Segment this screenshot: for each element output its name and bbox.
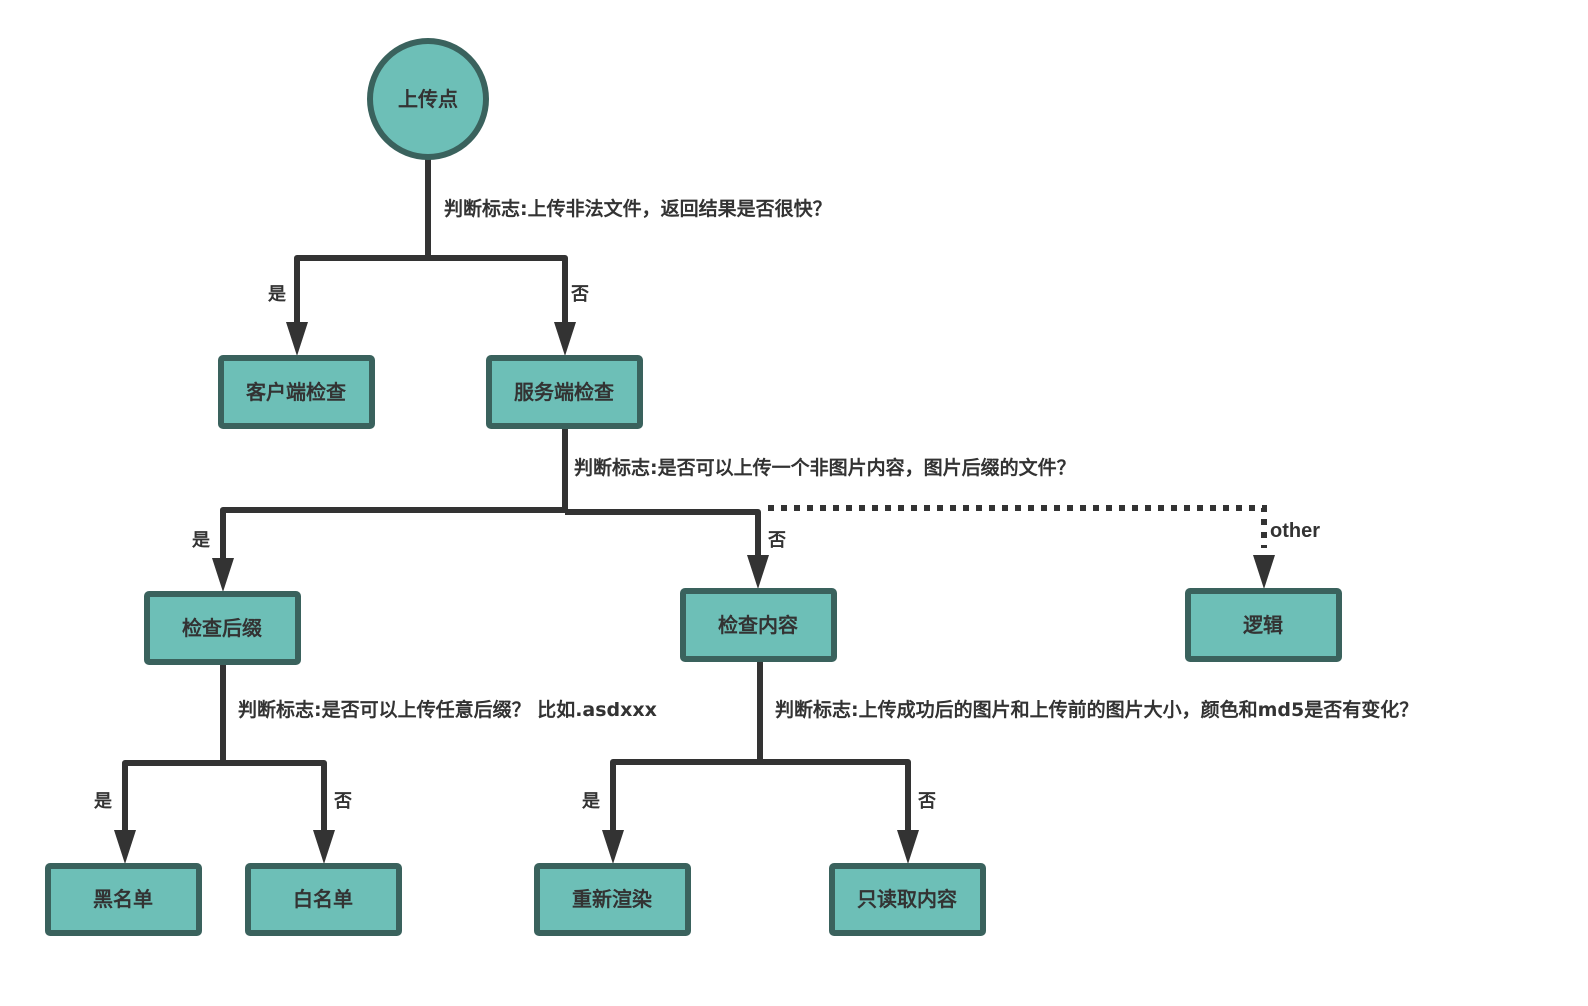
branch-labels: 是 否 是 否 other 是 否 是 否	[93, 284, 1320, 812]
arrowhead-read-only	[897, 830, 919, 864]
node-logic-label: 逻辑	[1243, 613, 1283, 637]
node-logic-shape	[1185, 588, 1342, 662]
nodes: 上传点 客户端检查 服务端检查 检查后缀 检查内容 逻辑 黑名单	[45, 38, 1342, 936]
arrowhead-client-check	[286, 322, 308, 356]
node-client-check-label: 客户端检查	[245, 380, 346, 404]
edge-root-to-server-check	[428, 255, 568, 330]
node-root-shape	[367, 38, 489, 160]
branch-label-other: other	[1270, 520, 1320, 542]
node-check-content-shape	[680, 588, 837, 662]
edge-server-to-check-content	[565, 509, 761, 563]
node-check-content-label: 检查内容	[718, 613, 798, 637]
decision-labels: 判断标志:上传非法文件，返回结果是否很快？ 判断标志:是否可以上传一个非图片内容…	[238, 197, 1418, 721]
edge-content-to-rerender	[610, 759, 760, 838]
node-server-check-shape	[486, 355, 643, 429]
node-logic[interactable]: 逻辑	[1185, 588, 1342, 662]
edge-content-to-read-only	[760, 759, 911, 838]
node-check-suffix[interactable]: 检查后缀	[144, 591, 301, 665]
edge-suffix-to-whitelist	[223, 760, 327, 838]
branch-label-yes: 是	[93, 791, 112, 812]
node-read-content-only[interactable]: 只读取内容	[829, 863, 986, 936]
node-blacklist-label: 黑名单	[93, 887, 153, 911]
node-server-check-label: 服务端检查	[514, 380, 614, 404]
node-read-content-only-label: 只读取内容	[857, 887, 957, 911]
node-client-check-shape	[218, 355, 375, 429]
node-server-check[interactable]: 服务端检查	[486, 355, 643, 429]
node-rerender[interactable]: 重新渲染	[534, 863, 691, 936]
dotted-line	[768, 505, 1267, 548]
arrowhead-whitelist	[313, 830, 335, 864]
node-root-label: 上传点	[398, 87, 458, 111]
branch-label-no: 否	[570, 284, 589, 305]
arrowhead-server-check	[554, 322, 576, 356]
edge-suffix-to-blacklist	[122, 760, 223, 838]
arrowhead-logic	[1253, 555, 1275, 589]
node-rerender-shape	[534, 863, 691, 936]
branch-label-yes: 是	[581, 791, 600, 812]
branch-label-no: 否	[767, 530, 786, 551]
edge-server-to-check-suffix	[220, 507, 565, 566]
node-check-suffix-label: 检查后缀	[182, 616, 263, 640]
arrowhead-check-content	[747, 555, 769, 589]
decision-label-root: 判断标志:上传非法文件，返回结果是否很快？	[444, 197, 832, 220]
node-whitelist-shape	[245, 863, 402, 936]
edge-server-to-logic-dotted	[768, 505, 1267, 548]
branch-label-yes: 是	[267, 284, 286, 305]
node-whitelist[interactable]: 白名单	[245, 863, 402, 936]
node-client-check[interactable]: 客户端检查	[218, 355, 375, 429]
edge-root-to-client-check	[294, 255, 428, 330]
decision-label-check-suffix: 判断标志:是否可以上传任意后缀？ 比如.asdxxx	[238, 698, 657, 721]
node-read-content-only-shape	[829, 863, 986, 936]
decision-label-server-check: 判断标志:是否可以上传一个非图片内容，图片后缀的文件？	[574, 456, 1076, 479]
node-check-suffix-shape	[144, 591, 301, 665]
node-rerender-label: 重新渲染	[572, 887, 653, 911]
branch-label-no: 否	[333, 791, 352, 812]
node-root[interactable]: 上传点	[367, 38, 489, 160]
decision-label-check-content: 判断标志:上传成功后的图片和上传前的图片大小，颜色和md5是否有变化？	[775, 698, 1418, 721]
branch-label-yes: 是	[191, 530, 210, 551]
branch-label-no: 否	[917, 791, 936, 812]
arrowhead-check-suffix	[212, 558, 234, 592]
node-check-content[interactable]: 检查内容	[680, 588, 837, 662]
edges	[122, 158, 911, 838]
node-whitelist-label: 白名单	[293, 887, 353, 911]
node-blacklist-shape	[45, 863, 202, 936]
arrowheads	[114, 322, 1275, 864]
arrowhead-blacklist	[114, 830, 136, 864]
node-blacklist[interactable]: 黑名单	[45, 863, 202, 936]
arrowhead-rerender	[602, 830, 624, 864]
